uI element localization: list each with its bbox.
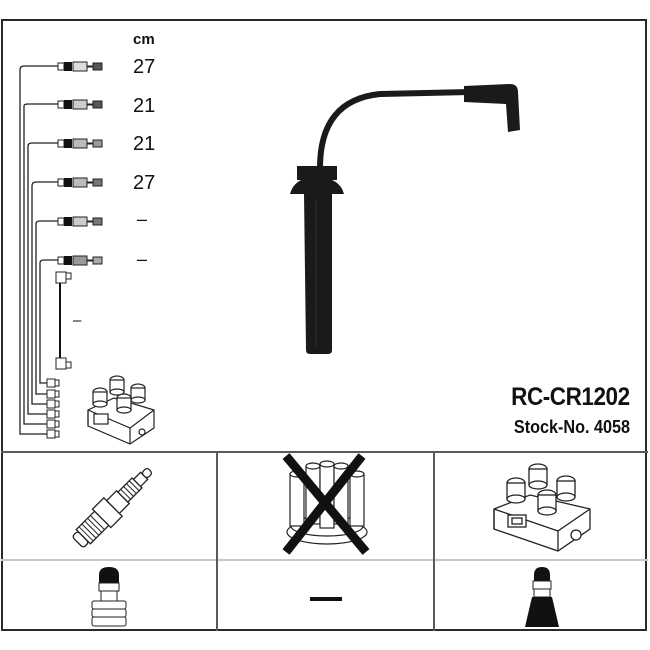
stock-number: Stock-No. 4058 (513, 417, 630, 437)
ignition-coil-small-icon (87, 375, 155, 445)
cable-set-schematic-icon (19, 61, 103, 439)
coil-boot-tapered-icon (525, 567, 559, 627)
grid-divider-col2 (433, 452, 435, 631)
cable-length-4: 27 (133, 172, 156, 194)
distributor-cap-crossed-icon (282, 453, 370, 555)
grid-divider-middle (1, 559, 648, 561)
spark-plug-icon (72, 467, 153, 548)
ignition-cable-icon (290, 84, 520, 354)
grid-divider-col1 (216, 452, 218, 631)
product-code: RC-CR1202 (511, 383, 630, 411)
spark-plug-boot-straight-icon (91, 567, 127, 627)
cable-length-6: – (137, 249, 148, 269)
product-diagram-frame (1, 19, 647, 631)
unit-label: cm (133, 31, 155, 48)
no-item-dash (310, 597, 342, 601)
cable-length-3: 21 (133, 133, 156, 155)
cable-length-5: – (137, 209, 148, 229)
cable-length-2: 21 (133, 95, 156, 117)
grid-divider-top (1, 451, 648, 453)
cable-length-7: – (73, 312, 82, 329)
cable-length-1: 27 (133, 56, 156, 78)
ignition-coil-icon (493, 463, 591, 552)
